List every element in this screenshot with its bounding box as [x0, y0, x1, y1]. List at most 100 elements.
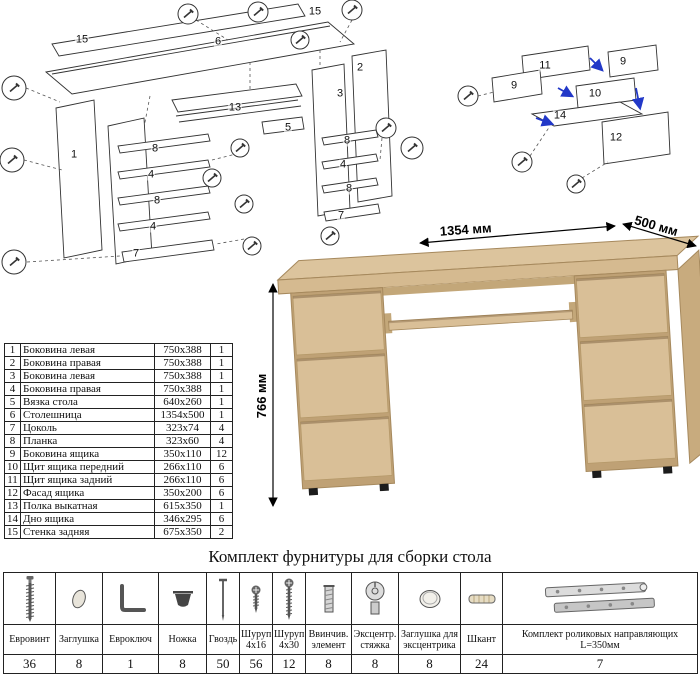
part-name: Боковина правая	[20, 356, 155, 370]
part-size: 266x110	[154, 473, 211, 487]
part-name: Щит ящика задний	[20, 473, 155, 487]
part-size: 675x350	[154, 525, 211, 539]
part-size: 350x110	[154, 447, 211, 461]
part-number-label: 6	[213, 35, 223, 48]
hardware-item-qty: 50	[206, 654, 240, 674]
screw-4x30-icon	[284, 578, 294, 620]
part-size: 350x200	[154, 486, 211, 500]
part-size: 346x295	[154, 512, 211, 526]
hardware-item-label: Заглушка	[55, 624, 103, 655]
part-number: 14	[4, 512, 21, 526]
part-size: 640x260	[154, 395, 211, 409]
part-size: 323x74	[154, 421, 211, 435]
part-size: 750x388	[154, 369, 211, 383]
parts-table-body: 1 Боковина левая 750x388 1 2 Боковина пр…	[4, 343, 233, 539]
exploded-view-drawer: 11 9 9 10 14 12	[440, 30, 700, 202]
part-number-label: 9	[618, 55, 628, 68]
part-number-label: 8	[342, 134, 352, 147]
hardware-item-qty: 8	[351, 654, 399, 674]
hardware-item-label: Шкант	[460, 624, 503, 655]
parts-table-row: 7 Цоколь 323x74 4	[4, 421, 233, 435]
part-qty: 1	[210, 356, 233, 370]
hardware-item-qty: 8	[55, 654, 103, 674]
part-qty: 1	[210, 408, 233, 422]
hardware-item-label: Эксцентр. стяжка	[351, 624, 399, 655]
desk-feet	[308, 466, 673, 496]
parts-table-row: 13 Полка выкатная 615x350 1	[4, 499, 233, 513]
part-size: 750x388	[154, 343, 211, 357]
part-number: 9	[4, 447, 21, 461]
parts-table-row: 10 Щит ящика передний 266x110 6	[4, 460, 233, 474]
hardware-item-label: Шуруп 4x16	[239, 624, 273, 655]
part-number: 11	[4, 473, 21, 487]
part-size: 323x60	[154, 434, 211, 448]
part-number: 5	[4, 395, 21, 409]
roller-guides-icon	[544, 581, 655, 613]
part-qty: 6	[210, 473, 233, 487]
exploded-view-drawer-drawing	[457, 44, 671, 194]
part-number: 8	[4, 434, 21, 448]
part-number-label: 7	[336, 209, 346, 222]
eccentric-cam-icon	[365, 581, 385, 614]
parts-list-table: 1 Боковина левая 750x388 1 2 Боковина пр…	[4, 343, 233, 539]
part-name: Боковина левая	[20, 369, 155, 383]
parts-table-row: 9 Боковина ящика 350x110 12	[4, 447, 233, 461]
hardware-item-qty: 1	[102, 654, 159, 674]
hardware-names-row: Евровинт Заглушка Евроключ Ножка Гвоздь …	[3, 624, 698, 655]
part-name: Боковина левая	[20, 343, 155, 357]
part-number: 6	[4, 408, 21, 422]
part-qty: 1	[210, 382, 233, 396]
part-number: 12	[4, 486, 21, 500]
parts-table-row: 3 Боковина левая 750x388 1	[4, 369, 233, 383]
part-name: Столешница	[20, 408, 155, 422]
parts-table-row: 5 Вязка стола 640x260 1	[4, 395, 233, 409]
part-number-label: 14	[552, 109, 568, 122]
hardware-item-qty: 7	[502, 654, 698, 674]
parts-table-row: 1 Боковина левая 750x388 1	[4, 343, 233, 357]
part-name: Вязка стола	[20, 395, 155, 409]
part-name: Боковина правая	[20, 382, 155, 396]
part-qty: 6	[210, 512, 233, 526]
part-name: Щит ящика передний	[20, 460, 155, 474]
nail-icon	[219, 578, 227, 621]
hardware-item-qty: 36	[3, 654, 56, 674]
part-number-label: 8	[150, 142, 160, 155]
exploded-view-desk-drawing	[0, 0, 424, 275]
part-qty: 4	[210, 421, 233, 435]
hardware-item-qty: 56	[239, 654, 273, 674]
part-number-label: 8	[344, 182, 354, 195]
part-number: 3	[4, 369, 21, 383]
exploded-view-desk: 15 6 15 1 13 2 3 8 4 8 4 7 8 4 8 7 5	[0, 0, 435, 300]
eccentric-cap-icon	[419, 589, 440, 608]
part-qty: 4	[210, 434, 233, 448]
euro-screw-icon	[25, 575, 34, 622]
part-name: Полка выкатная	[20, 499, 155, 513]
hardware-item-qty: 8	[158, 654, 207, 674]
hardware-item-label: Заглушка для эксцентрика	[398, 624, 461, 655]
hardware-kit-title: Комплект фурнитуры для сборки стола	[208, 547, 492, 566]
parts-table-row: 15 Стенка задняя 675x350 2	[4, 525, 233, 539]
part-number: 4	[4, 382, 21, 396]
part-qty: 1	[210, 343, 233, 357]
part-name: Стенка задняя	[20, 525, 155, 539]
hardware-item-label: Ножка	[158, 624, 207, 655]
parts-table-row: 12 Фасад ящика 350x200 6	[4, 486, 233, 500]
part-number-label: 4	[148, 220, 158, 233]
part-name: Боковина ящика	[20, 447, 155, 461]
wood-dowel-icon	[468, 594, 495, 603]
part-number: 1	[4, 343, 21, 357]
desk-rendered-view: 1354 мм 500 мм 766 мм	[253, 210, 700, 548]
part-size: 615x350	[154, 499, 211, 513]
part-number: 10	[4, 460, 21, 474]
desk-height-dimension: 766 мм	[254, 374, 269, 419]
hardware-item-label: Евроключ	[102, 624, 159, 655]
part-qty: 6	[210, 486, 233, 500]
part-number-label: 5	[283, 121, 293, 134]
parts-table-row: 2 Боковина правая 750x388 1	[4, 356, 233, 370]
part-number-label: 15	[307, 5, 323, 18]
part-number: 13	[4, 499, 21, 513]
dimension-lines: 1354 мм 500 мм 766 мм	[254, 212, 697, 507]
hex-key-icon	[119, 583, 146, 612]
hardware-callouts	[0, 0, 424, 275]
part-name: Цоколь	[20, 421, 155, 435]
